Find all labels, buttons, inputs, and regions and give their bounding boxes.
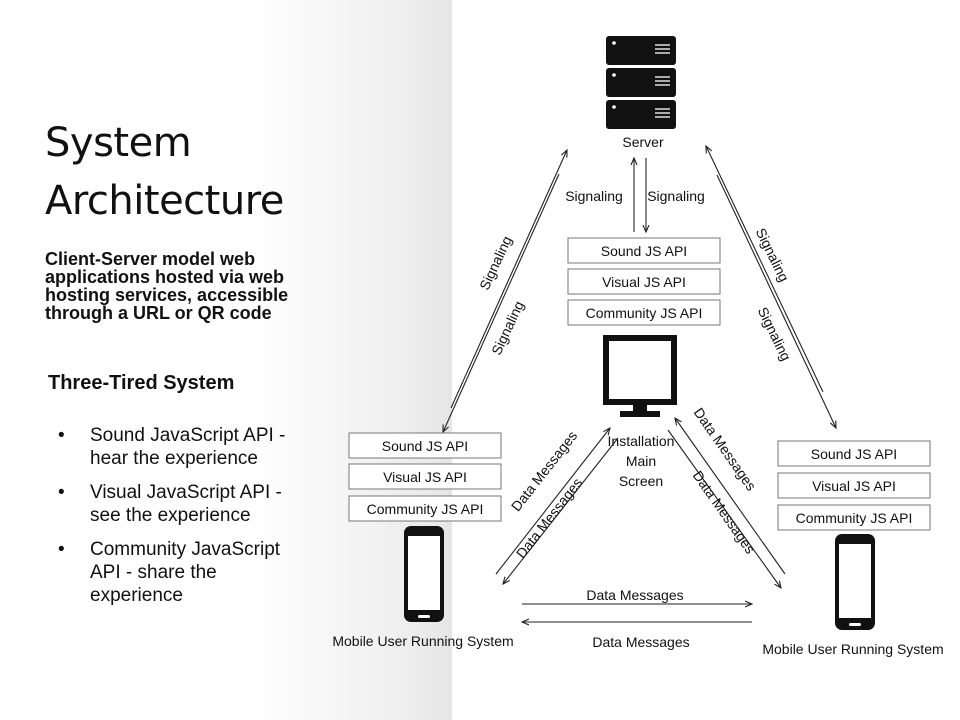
monitor-icon (603, 335, 677, 417)
mobile-label: Mobile User Running System (332, 633, 513, 649)
api-box-community (567, 299, 721, 326)
api-box-label: Community JS API (796, 510, 913, 526)
api-box-community (348, 495, 502, 522)
left-panel (0, 0, 452, 720)
api-box-label: Sound JS API (382, 438, 468, 454)
bullet-text: Visual JavaScript API - see the experien… (90, 482, 282, 526)
bullet-dot: • (58, 482, 65, 503)
api-box-sound (348, 432, 502, 459)
signaling-label: Signaling (647, 188, 705, 204)
api-box-sound (567, 237, 721, 264)
signaling-arrow-left-down (443, 173, 560, 432)
api-box-label: Sound JS API (811, 446, 897, 462)
phone-icon (835, 534, 875, 630)
signaling-label: Signaling (476, 233, 515, 292)
section-heading: Three-Tired System (48, 372, 235, 394)
signaling-label: Signaling (753, 225, 793, 284)
bullet-dot: • (58, 425, 65, 446)
server-label: Server (622, 134, 664, 150)
api-box-visual (777, 472, 931, 499)
signaling-arrow-left-up (450, 150, 567, 409)
api-box-sound (777, 440, 931, 467)
data-messages-label: Data Messages (592, 634, 689, 650)
bullet-item: • Sound JavaScript API - hear the experie… (58, 424, 288, 470)
data-arrow-right-down (667, 429, 781, 588)
api-box-label: Visual JS API (383, 469, 467, 485)
bullet-item: • Visual JavaScript API - see the experie… (58, 481, 288, 527)
data-arrow-left-down (503, 437, 619, 584)
bullet-text: Sound JavaScript API - hear the experien… (90, 425, 286, 469)
api-box-label: Visual JS API (812, 478, 896, 494)
signaling-label: Signaling (755, 304, 795, 363)
api-box-label: Sound JS API (601, 243, 687, 259)
api-box-visual (567, 268, 721, 295)
mobile-label: Mobile User Running System (762, 641, 943, 657)
signaling-arrow-right-up (706, 146, 824, 393)
slide-title: System Architecture (45, 114, 284, 230)
installation-label: Screen (619, 473, 663, 489)
signaling-arrow-right-down (716, 174, 836, 428)
title-line-2: Architecture (45, 178, 284, 224)
api-box-visual (348, 463, 502, 490)
data-arrow-left-up (495, 428, 610, 575)
api-box-label: Community JS API (586, 305, 703, 321)
api-box-label: Community JS API (367, 501, 484, 517)
left-api-stack: Sound JS API Visual JS API Community JS … (348, 432, 502, 522)
phone-icon (404, 526, 444, 622)
slide-subtitle: Client-Server model web applications hos… (45, 249, 289, 323)
installation-label: Main (626, 453, 656, 469)
bullet-item: • Community JavaScript API - share the ex… (58, 538, 288, 607)
bullet-dot: • (58, 539, 65, 560)
signaling-label: Signaling (565, 188, 623, 204)
signaling-label: Signaling (488, 298, 527, 357)
server-icon (606, 36, 676, 129)
bullet-text: Community JavaScript API - share the exp… (90, 539, 281, 606)
center-api-stack: Sound JS API Visual JS API Community JS … (567, 237, 721, 326)
api-box-label: Visual JS API (602, 274, 686, 290)
api-box-community (777, 504, 931, 531)
right-api-stack: Sound JS API Visual JS API Community JS … (777, 440, 931, 531)
title-line-1: System (45, 120, 192, 166)
data-arrow-right-up (675, 418, 786, 575)
data-messages-label: Data Messages (586, 587, 683, 603)
bullet-list: • Sound JavaScript API - hear the experie… (58, 424, 288, 618)
installation-label: Installation (608, 433, 675, 449)
